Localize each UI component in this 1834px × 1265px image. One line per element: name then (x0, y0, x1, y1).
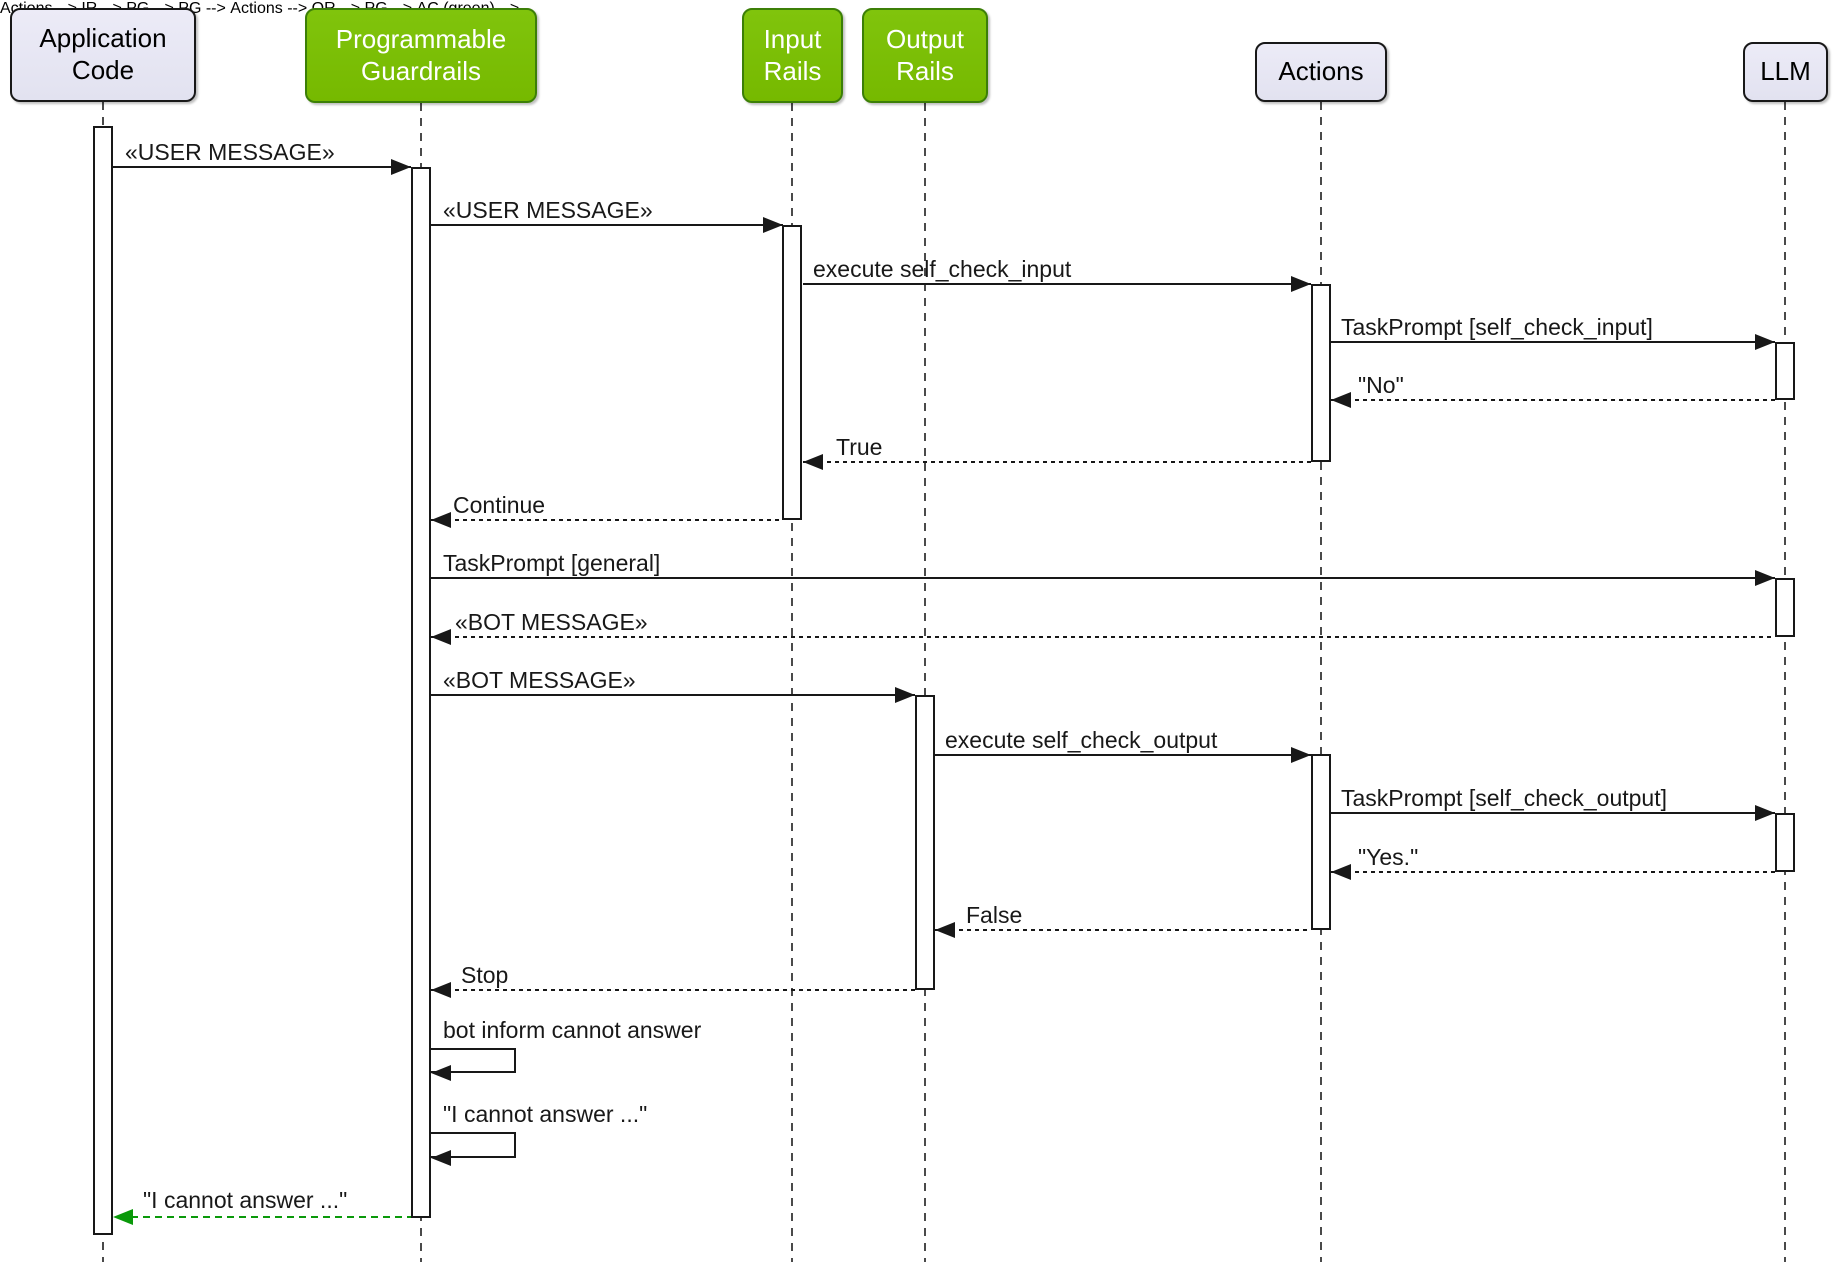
lifeline-actions (1320, 102, 1322, 1262)
arrow-stop (431, 989, 915, 991)
message-label-execute-self-check-output: execute self_check_output (945, 727, 1218, 753)
message-label-continue: Continue (453, 492, 546, 518)
arrowhead-left-icon (1331, 392, 1351, 408)
arrow-taskprompt-self-check-output (1331, 812, 1775, 814)
participant-label: Output Rails (885, 23, 965, 86)
message-label-taskprompt-self-check-output: TaskPrompt [self_check_output] (1341, 785, 1667, 811)
arrow-no (1331, 399, 1775, 401)
activation-llm-1 (1775, 342, 1795, 400)
message-label-taskprompt-self-check-input: TaskPrompt [self_check_input] (1341, 314, 1653, 340)
arrow-execute-self-check-input (803, 283, 1311, 285)
arrow-taskprompt-general (431, 577, 1775, 579)
message-label-user-message-1: «USER MESSAGE» (125, 139, 335, 165)
participant-actions: Actions (1255, 42, 1387, 102)
arrowhead-left-icon (1331, 864, 1351, 880)
arrowhead-right-icon (895, 687, 915, 703)
participant-label: Application Code (39, 23, 167, 85)
activation-actions-1 (1311, 284, 1331, 462)
arrowhead-right-icon (763, 217, 783, 233)
message-label-false: False (966, 902, 1023, 928)
arrow-execute-self-check-output (935, 754, 1311, 756)
participant-output-rails: Output Rails (862, 8, 988, 103)
participant-label: Actions (1278, 56, 1364, 87)
arrowhead-left-icon (431, 512, 451, 528)
activation-output-rails (915, 695, 935, 990)
arrowhead-right-icon (1291, 747, 1311, 763)
activation-llm-3 (1775, 813, 1795, 872)
message-label-bot-inform-cannot-answer: bot inform cannot answer (443, 1017, 702, 1043)
arrowhead-left-icon (431, 1150, 451, 1166)
participant-programmable-guardrails: Programmable Guardrails (305, 8, 537, 103)
lifeline-input-rails (791, 103, 793, 1262)
arrowhead-left-icon (935, 922, 955, 938)
arrowhead-left-icon (431, 629, 451, 645)
arrowhead-right-icon (1291, 276, 1311, 292)
activation-programmable-guardrails (411, 167, 431, 1218)
arrow-taskprompt-self-check-input (1331, 341, 1775, 343)
participant-application-code: Application Code (10, 8, 196, 102)
arrow-false (935, 929, 1311, 931)
arrow-user-message-1 (113, 166, 411, 168)
activation-application-code (93, 126, 113, 1235)
activation-input-rails (782, 225, 802, 520)
participant-label: Input Rails (763, 23, 822, 86)
message-label-user-message-2: «USER MESSAGE» (443, 197, 653, 223)
arrow-bot-message-2 (431, 694, 915, 696)
message-label-execute-self-check-input: execute self_check_input (813, 256, 1072, 282)
message-label-true: True (836, 434, 883, 460)
self-arrow-bot-inform-cannot-answer (431, 1048, 516, 1073)
arrow-bot-message-1 (431, 636, 1775, 638)
lifeline-output-rails (924, 103, 926, 1262)
message-label-bot-message-1: «BOT MESSAGE» (455, 609, 648, 635)
arrowhead-left-green-icon (113, 1209, 133, 1225)
arrowhead-right-icon (391, 159, 411, 175)
message-label-yes: "Yes." (1358, 844, 1419, 870)
activation-actions-2 (1311, 754, 1331, 930)
message-label-i-cannot-answer-return: "I cannot answer ..." (143, 1187, 348, 1213)
arrow-user-message-2 (431, 224, 783, 226)
self-arrow-i-cannot-answer (431, 1132, 516, 1158)
arrow-yes (1331, 871, 1775, 873)
arrow-true (803, 461, 1311, 463)
message-label-i-cannot-answer-self: "I cannot answer ..." (443, 1101, 648, 1127)
message-label-no: "No" (1358, 372, 1404, 398)
arrowhead-left-icon (431, 1065, 451, 1081)
arrow-i-cannot-answer-return (131, 1216, 411, 1218)
activation-llm-2 (1775, 578, 1795, 637)
arrowhead-right-icon (1755, 805, 1775, 821)
arrowhead-left-icon (803, 454, 823, 470)
participant-label: LLM (1760, 56, 1811, 87)
lifeline-llm (1784, 102, 1786, 1262)
participant-llm: LLM (1743, 42, 1828, 102)
arrowhead-right-icon (1755, 334, 1775, 350)
participant-label: Programmable Guardrails (335, 23, 507, 86)
arrow-continue (431, 519, 783, 521)
message-label-taskprompt-general: TaskPrompt [general] (443, 550, 661, 576)
arrowhead-right-icon (1755, 570, 1775, 586)
participant-input-rails: Input Rails (742, 8, 843, 103)
message-label-bot-message-2: «BOT MESSAGE» (443, 667, 636, 693)
message-label-stop: Stop (461, 962, 509, 988)
arrowhead-left-icon (431, 982, 451, 998)
